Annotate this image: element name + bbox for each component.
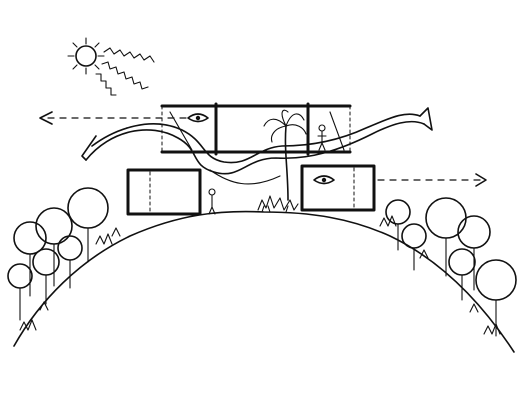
shrubs — [257, 195, 299, 213]
tree-icon — [7, 187, 121, 331]
eye-icon — [313, 175, 335, 185]
palm-tree-icon — [263, 109, 307, 201]
lower-left-volume — [126, 168, 202, 216]
person-icon — [317, 124, 327, 151]
view-arrow-left — [39, 111, 191, 125]
person-icon — [208, 188, 216, 215]
view-arrow-right — [377, 173, 487, 187]
tree-icon — [379, 197, 517, 337]
sun-icon — [67, 37, 105, 75]
upper-volume — [160, 102, 352, 156]
hill-profile — [13, 210, 515, 353]
wind-flow-arrow — [81, 107, 433, 185]
eye-icon — [187, 113, 209, 123]
sun-rays — [95, 47, 155, 96]
lower-right-volume — [300, 164, 376, 212]
